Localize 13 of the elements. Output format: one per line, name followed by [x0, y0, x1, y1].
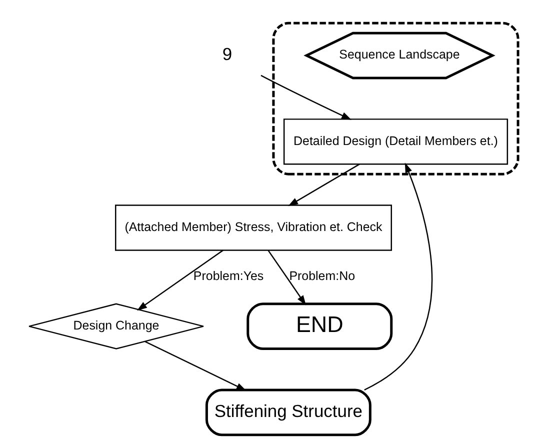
arrow [136, 250, 223, 311]
node-box: (Attached Member) Stress, Vibration et. Check [114, 204, 392, 251]
node-box: END [246, 302, 392, 350]
arrow [364, 162, 432, 390]
node-box: Detailed Design (Detail Members et.) [282, 118, 508, 165]
arrow [267, 250, 306, 306]
edge-label: Problem:Yes [192, 269, 264, 284]
edge-label: Problem:No [288, 269, 355, 284]
arrow [260, 74, 352, 120]
arrow [144, 340, 246, 391]
node-text: 9 [222, 44, 232, 64]
node-diamond: Design Change [28, 303, 204, 350]
node-box: Stiffening Structure [204, 388, 371, 436]
